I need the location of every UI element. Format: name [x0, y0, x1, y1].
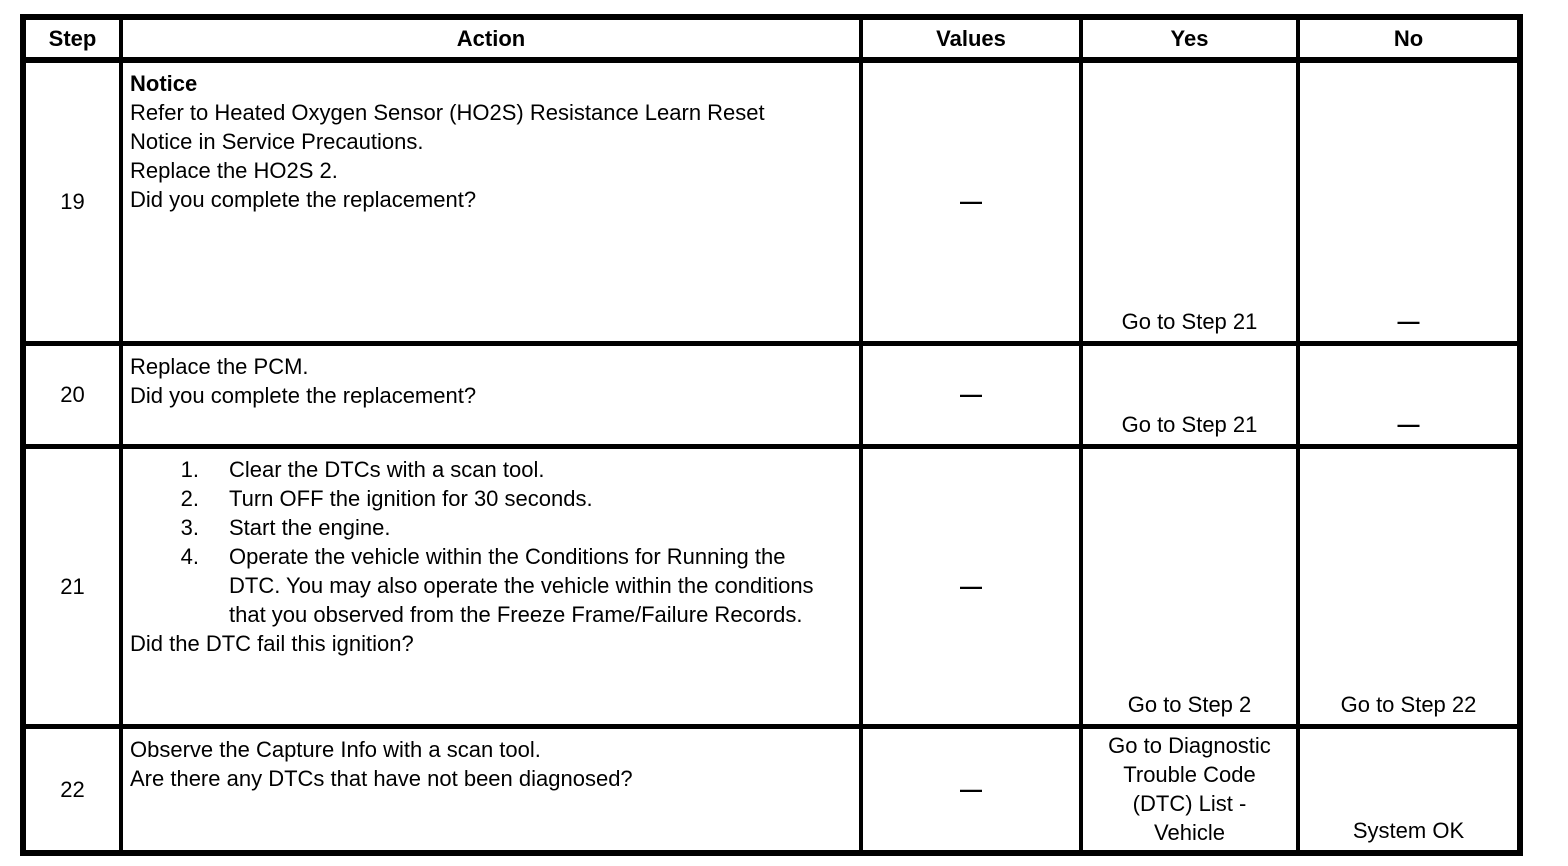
- action-paragraph: Replace the PCM.: [130, 353, 309, 379]
- col-header-no: No: [1296, 14, 1522, 63]
- list-item-number: 1.: [180, 456, 199, 482]
- list-item: 3. Start the engine.: [130, 513, 851, 542]
- yes-cell: Go to Diagnostic Trouble Code (DTC) List…: [1079, 723, 1300, 856]
- header-row: Step Action Values Yes No: [21, 14, 1522, 63]
- no-cell: Go to Step 22: [1296, 443, 1522, 729]
- table-row-step-19: 19 Notice Refer to Heated Oxygen Sensor …: [21, 57, 1522, 346]
- values-cell: —: [859, 57, 1083, 346]
- step-cell: 21: [21, 443, 123, 729]
- step-cell: 22: [21, 723, 123, 856]
- table-row-step-22: 22 Observe the Capture Info with a scan …: [21, 723, 1522, 856]
- action-paragraph: Replace the HO2S 2.: [130, 158, 338, 183]
- list-item: 2. Turn OFF the ignition for 30 seconds.: [130, 484, 851, 513]
- list-item: 1. Clear the DTCs with a scan tool.: [130, 455, 851, 484]
- action-content: 1. Clear the DTCs with a scan tool. 2. T…: [123, 449, 859, 717]
- yes-cell: Go to Step 2: [1079, 443, 1300, 729]
- list-item-number: 2.: [180, 485, 199, 511]
- action-question: Did you complete the replacement?: [130, 382, 477, 408]
- action-cell: 1. Clear the DTCs with a scan tool. 2. T…: [119, 443, 863, 729]
- table-row-step-21: 21 1. Clear the DTCs with a scan tool. 2…: [21, 443, 1522, 729]
- step-cell: 19: [21, 57, 123, 346]
- action-content: Observe the Capture Info with a scan too…: [123, 729, 859, 845]
- list-item-number: 4.: [180, 543, 199, 569]
- list-item-text: Operate the vehicle within the Condition…: [229, 543, 814, 627]
- col-header-values: Values: [859, 14, 1083, 63]
- list-item-text: Start the engine.: [229, 514, 391, 540]
- values-cell: —: [859, 443, 1083, 729]
- action-content: Replace the PCM. Did you complete the re…: [123, 346, 859, 438]
- list-item-text: Clear the DTCs with a scan tool.: [229, 456, 545, 482]
- action-cell: Replace the PCM. Did you complete the re…: [119, 340, 863, 449]
- list-item-text: Turn OFF the ignition for 30 seconds.: [229, 485, 593, 511]
- table-row-step-20: 20 Replace the PCM. Did you complete the…: [21, 340, 1522, 449]
- no-cell: —: [1296, 340, 1522, 449]
- values-cell: —: [859, 340, 1083, 449]
- values-cell: —: [859, 723, 1083, 856]
- step-cell: 20: [21, 340, 123, 449]
- action-cell: Notice Refer to Heated Oxygen Sensor (HO…: [119, 57, 863, 346]
- action-cell: Observe the Capture Info with a scan too…: [119, 723, 863, 856]
- action-question: Are there any DTCs that have not been di…: [130, 765, 633, 791]
- yes-cell: Go to Step 21: [1079, 340, 1300, 449]
- col-header-action: Action: [119, 14, 863, 63]
- action-question: Did you complete the replacement?: [130, 187, 477, 212]
- list-item: 4. Operate the vehicle within the Condit…: [130, 542, 851, 629]
- col-header-yes: Yes: [1079, 14, 1300, 63]
- yes-cell: Go to Step 21: [1079, 57, 1300, 346]
- diagnostic-table: Step Action Values Yes No 19 Notice Refe…: [20, 14, 1523, 856]
- list-item-number: 3.: [180, 514, 199, 540]
- action-numbered-list: 1. Clear the DTCs with a scan tool. 2. T…: [130, 455, 851, 629]
- action-question: Did the DTC fail this ignition?: [130, 630, 414, 656]
- no-cell: —: [1296, 57, 1522, 346]
- action-paragraph: Refer to Heated Oxygen Sensor (HO2S) Res…: [130, 100, 765, 154]
- notice-label: Notice: [130, 71, 198, 96]
- action-content: Notice Refer to Heated Oxygen Sensor (HO…: [123, 63, 859, 334]
- col-header-step: Step: [21, 14, 123, 63]
- action-paragraph: Observe the Capture Info with a scan too…: [130, 736, 541, 762]
- no-cell: System OK: [1296, 723, 1522, 856]
